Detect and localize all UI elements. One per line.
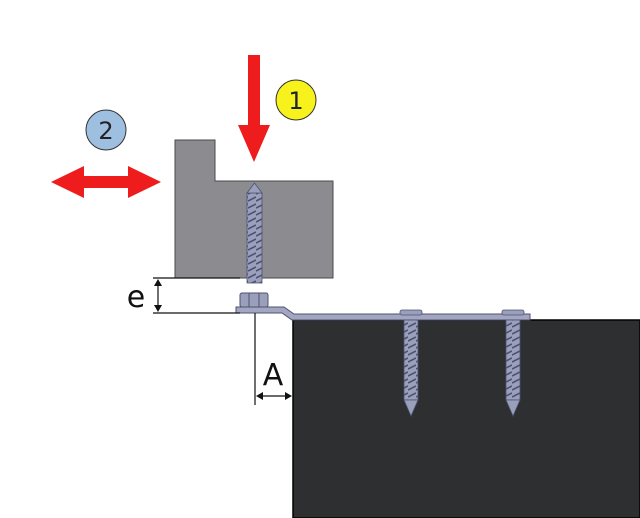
top-screw-icon: [246, 182, 263, 284]
step-badge-1-circle: [275, 79, 317, 121]
hex-nut-icon: [239, 292, 269, 308]
double-headed-arrow-icon: [51, 166, 161, 198]
down-arrow-icon: [238, 55, 270, 162]
dark-base-block: [292, 319, 640, 518]
dimension-a-label: A: [263, 358, 284, 393]
screw-head-right: [501, 309, 525, 316]
dimension-e: e: [127, 277, 240, 315]
base-screw-right-icon: [505, 319, 521, 417]
step-badge-2-text: 2: [98, 117, 113, 145]
step-badge-1: 1: [275, 79, 317, 121]
base-screw-left-icon: [403, 319, 419, 417]
dimension-a: A: [254, 313, 292, 405]
bracket-plate: [235, 306, 531, 321]
screw-head-left: [399, 309, 423, 316]
dimension-e-label: e: [127, 280, 145, 315]
step-badge-2-circle: [85, 109, 127, 151]
step-badge-2: 2: [85, 109, 127, 151]
step-badge-1-text: 1: [288, 87, 303, 115]
